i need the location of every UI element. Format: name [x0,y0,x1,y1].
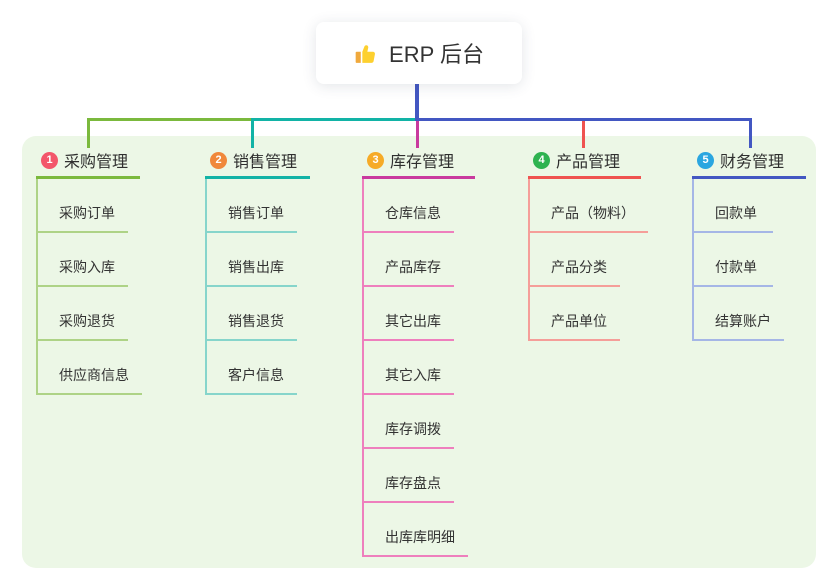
drop-branch-5 [749,118,752,148]
branch-2: 2 销售管理销售订单销售出库销售退货客户信息 [205,148,310,395]
branch-3: 3 库存管理仓库信息产品库存其它出库其它入库库存调拨库存盘点出库库明细 [362,148,475,557]
thumbs-up-icon [355,44,375,63]
branch-label: 销售管理 [233,154,298,171]
branch-number-badge: 5 [697,151,714,169]
child-node[interactable]: 付款单 [694,233,773,287]
root-node-label: ERP 后台 [389,42,484,67]
branch-label: 财务管理 [720,154,785,171]
branch-5: 5 财务管理回款单付款单结算账户 [692,148,806,341]
child-node[interactable]: 销售出库 [207,233,297,287]
child-node[interactable]: 库存调拨 [364,395,454,449]
branch-label: 采购管理 [64,154,129,171]
bus-branch-2 [251,118,419,121]
child-node[interactable]: 仓库信息 [364,179,454,233]
connector-root [415,84,419,121]
child-node[interactable]: 产品库存 [364,233,454,287]
child-node[interactable]: 产品（物料） [530,179,648,233]
branch-heading-3[interactable]: 3 库存管理 [362,148,475,179]
child-node[interactable]: 库存盘点 [364,449,454,503]
child-node[interactable]: 回款单 [694,179,773,233]
branch-1: 1 采购管理采购订单采购入库采购退货供应商信息 [36,148,142,395]
branch-children-4: 产品（物料）产品分类产品单位 [528,179,648,341]
drop-branch-4 [582,118,585,148]
child-node[interactable]: 采购退货 [38,287,128,341]
child-node[interactable]: 结算账户 [694,287,784,341]
child-node[interactable]: 产品单位 [530,287,620,341]
root-node-erp[interactable]: ERP 后台 [316,22,522,84]
child-node[interactable]: 客户信息 [207,341,297,395]
child-node[interactable]: 采购订单 [38,179,128,233]
branch-children-2: 销售订单销售出库销售退货客户信息 [205,179,310,395]
child-node[interactable]: 出库库明细 [364,503,468,557]
branch-number-badge: 3 [367,151,384,169]
child-node[interactable]: 供应商信息 [38,341,142,395]
child-node[interactable]: 销售退货 [207,287,297,341]
branch-number-badge: 2 [210,151,227,169]
child-node[interactable]: 其它入库 [364,341,454,395]
branch-children-5: 回款单付款单结算账户 [692,179,806,341]
branch-children-1: 采购订单采购入库采购退货供应商信息 [36,179,142,395]
branch-label: 库存管理 [390,154,455,171]
drop-branch-3 [416,118,419,148]
child-node[interactable]: 销售订单 [207,179,297,233]
drop-branch-1 [87,118,90,148]
branch-heading-4[interactable]: 4 产品管理 [528,148,641,179]
branch-heading-2[interactable]: 2 销售管理 [205,148,310,179]
branch-number-badge: 4 [533,151,550,169]
child-node[interactable]: 其它出库 [364,287,454,341]
branch-children-3: 仓库信息产品库存其它出库其它入库库存调拨库存盘点出库库明细 [362,179,475,557]
branch-label: 产品管理 [556,154,621,171]
child-node[interactable]: 产品分类 [530,233,620,287]
drop-branch-2 [251,118,254,148]
branch-4: 4 产品管理产品（物料）产品分类产品单位 [528,148,648,341]
branch-heading-1[interactable]: 1 采购管理 [36,148,140,179]
bus-branch-5 [417,118,752,121]
child-node[interactable]: 采购入库 [38,233,128,287]
branch-heading-5[interactable]: 5 财务管理 [692,148,806,179]
branches-panel [22,136,816,568]
branch-number-badge: 1 [41,151,58,169]
